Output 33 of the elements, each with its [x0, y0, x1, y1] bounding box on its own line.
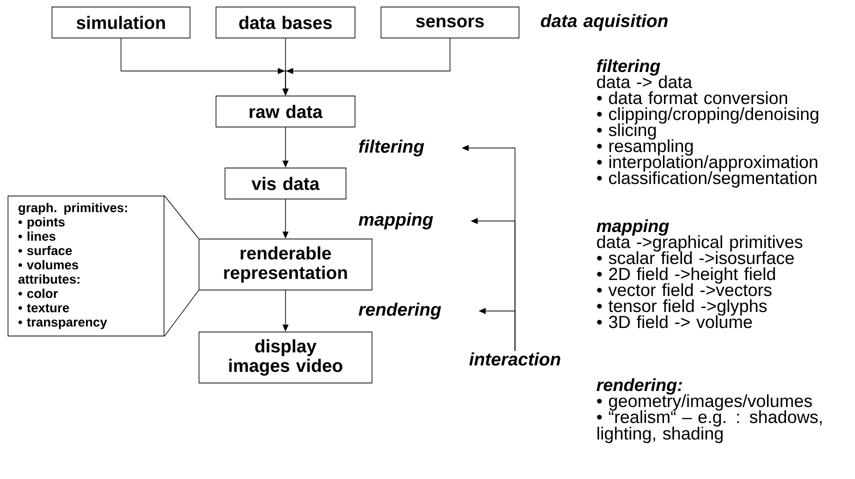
section-heading: mapping [596, 219, 669, 236]
list-item: • data format conversion [597, 91, 788, 104]
stage-label: filtering [359, 140, 424, 156]
stage-label: rendering [358, 302, 442, 320]
process-box: renderable representation [198, 238, 372, 290]
section-heading: rendering: [596, 378, 682, 395]
process-box: vis data [224, 168, 346, 200]
list-item: • clipping/cropping/denoising [597, 107, 818, 124]
list-item: • vector field ->vectors [597, 283, 772, 296]
list-item: • classification/segmentation [597, 171, 816, 188]
list-item: • 3D field -> volume [597, 315, 752, 328]
process-box: raw data [216, 96, 356, 128]
leader-line [164, 290, 199, 337]
list-item: • slicing [597, 123, 656, 140]
section-heading: filtering [596, 59, 660, 76]
process-box: simulation [52, 6, 190, 38]
stage-label: mapping [358, 212, 434, 230]
process-box: sensors [380, 6, 520, 38]
list-item: data ->graphical primitives [597, 235, 802, 252]
list-item: • geometry/images/volumes [597, 394, 812, 411]
list-item: • tensor field ->glyphs [597, 299, 767, 316]
stage-label: data aquisition [540, 14, 668, 31]
list-item: • interpolation/approximation [597, 155, 818, 172]
list-item: • “realism“ – e.g. : shadows, lighting, shading [597, 410, 822, 444]
list-item: • 2D field ->height field [597, 267, 775, 284]
leader-line [164, 195, 199, 239]
process-box: data bases [216, 6, 356, 38]
list-item: • resampling [597, 139, 693, 156]
list-item: • scalar field ->isosurface [597, 251, 794, 264]
process-box: display images video [198, 332, 372, 384]
feedback-label: interaction [469, 352, 560, 366]
list-item: data -> data [597, 75, 692, 88]
callout-box: graph. primitives: • points • lines • surface • volumes attributes: • color • texture • transparency [8, 196, 164, 336]
